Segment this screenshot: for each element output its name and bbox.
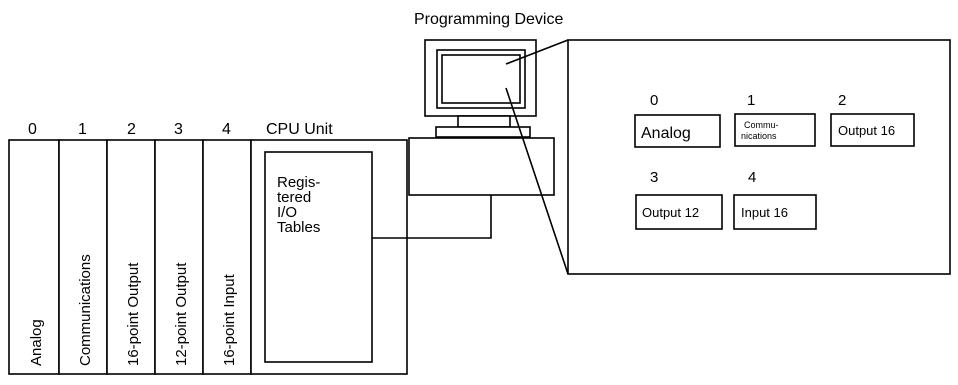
screen-label-analog: Analog	[641, 125, 691, 142]
unit-analog	[8, 139, 60, 375]
screen-label-comm-line1: Commu-	[744, 120, 779, 130]
unit-label-16-point-output: 16-point Output	[125, 262, 142, 366]
connection-cable	[372, 195, 492, 239]
programming-device-label: Programming Device	[414, 11, 563, 28]
unit-label-12-point-output: 12-point Output	[173, 262, 190, 366]
monitor-neck	[457, 115, 511, 128]
screen-label-output12: Output 12	[642, 205, 699, 220]
screen-box-output16	[830, 113, 915, 147]
screen-number-1: 1	[747, 92, 755, 109]
slot-number-0: 0	[28, 121, 37, 138]
screen-label-input16: Input 16	[741, 205, 788, 220]
plc-rack	[8, 139, 408, 375]
computer-icon	[408, 39, 555, 196]
screen-number-0: 0	[650, 92, 658, 109]
screen-box-analog	[634, 114, 721, 148]
screen-number-2: 2	[838, 92, 846, 109]
slot-number-1: 1	[78, 121, 87, 138]
unit-label-16-point-input: 16-point Input	[221, 273, 238, 366]
screen-number-3: 3	[650, 169, 658, 186]
screen-box-input16	[733, 194, 817, 230]
slot-number-4: 4	[222, 121, 231, 138]
screen-box-output12	[635, 194, 723, 230]
monitor-screen	[436, 49, 526, 109]
computer-base	[408, 137, 555, 196]
screen-box-communications	[734, 113, 816, 147]
registered-io-tables-box	[264, 151, 373, 363]
zoom-line-top	[505, 39, 569, 65]
screen-label-comm-line2: nications	[741, 131, 777, 141]
tables-line-3: I/O	[277, 204, 297, 221]
tables-line-4: Tables	[277, 219, 320, 236]
cpu-unit-label: CPU Unit	[266, 121, 333, 138]
slot-number-3: 3	[174, 121, 183, 138]
tables-line-1: Regis-	[277, 174, 320, 191]
enlarged-screen-panel	[567, 39, 951, 275]
screen-label-output16: Output 16	[838, 123, 895, 138]
zoom-line-bottom	[505, 87, 569, 275]
tables-line-2: tered	[277, 189, 311, 206]
unit-16-point-input	[202, 139, 252, 375]
unit-label-communications: Communications	[77, 254, 94, 366]
unit-16-point-output	[106, 139, 156, 375]
slot-number-2: 2	[127, 121, 136, 138]
unit-label-analog: Analog	[28, 319, 45, 366]
monitor-stand	[435, 126, 531, 138]
unit-communications	[58, 139, 108, 375]
screen-number-4: 4	[748, 169, 756, 186]
